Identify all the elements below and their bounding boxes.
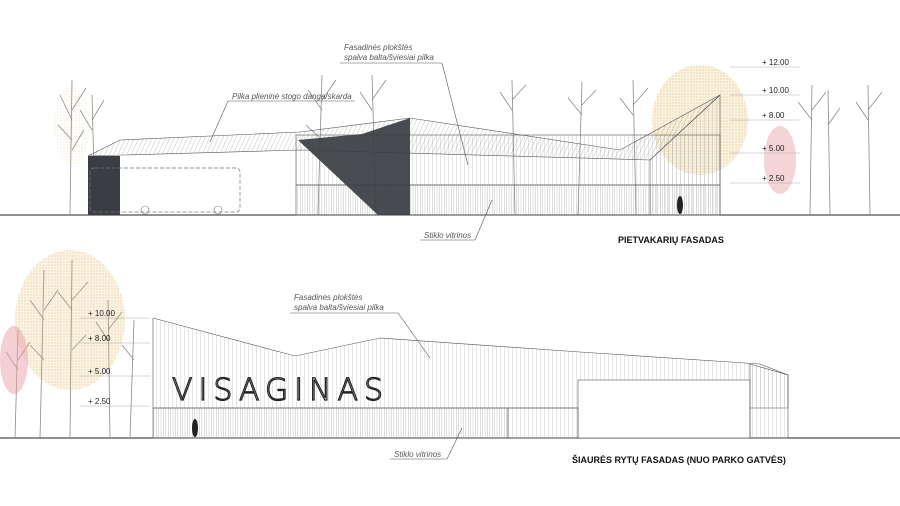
level-10-top: + 10.00 <box>762 86 789 95</box>
person-silhouette-top <box>677 196 683 214</box>
level-12-top: + 12.00 <box>762 58 789 67</box>
right-wing-top <box>649 94 721 216</box>
callout-glass-bottom-label: Stiklo vitrinos <box>394 450 441 459</box>
building-logo-visaginas: VISAGINAS <box>172 373 389 408</box>
service-wall-bottom <box>507 407 579 439</box>
roof-dark-section-top <box>298 118 410 215</box>
person-silhouette-bottom <box>192 419 198 437</box>
callouts-top: Pilka plieninė stogo danga/skarda Fasadi… <box>209 43 493 241</box>
callout-panels-bottom-line1: Fasadinės plokštės <box>294 293 362 302</box>
level-2-5-bottom: + 2.50 <box>88 397 111 406</box>
level-2-5-top: + 2.50 <box>762 174 785 183</box>
right-column-bottom <box>749 363 789 439</box>
canopy-opening-bottom <box>577 379 751 439</box>
callout-roof-label: Pilka plieninė stogo danga/skarda <box>232 92 352 101</box>
callout-panels-top-line2: spalva balta/šviesiai pilka <box>344 53 434 62</box>
callout-panels-top-line1: Fasadinės plokštės <box>344 43 412 52</box>
elevation-title-northeast: ŠIAURĖS RYTŲ FASADAS (NUO PARKO GATVĖS) <box>572 454 786 465</box>
level-marks-bottom: + 10.00 + 8.00 + 5.00 + 2.50 <box>80 309 150 407</box>
callout-panels-bottom-line2: spalva balta/šviesiai pilka <box>294 303 384 312</box>
elevation-title-southwest: PIETVAKARIŲ FASADAS <box>618 235 724 245</box>
level-5-top: + 5.00 <box>762 144 785 153</box>
callout-glass-top-label: Stiklo vitrinos <box>424 231 471 240</box>
level-5-bottom: + 5.00 <box>88 367 111 376</box>
callouts-bottom: Fasadinės plokštės spalva balta/šviesiai… <box>290 293 463 460</box>
level-marks-top: + 12.00 + 10.00 + 8.00 + 5.00 + 2.50 <box>730 58 800 184</box>
level-10-bottom: + 10.00 <box>88 309 115 318</box>
bus-outline <box>89 167 241 213</box>
level-8-top: + 8.00 <box>762 111 785 120</box>
elevation-southwest: + 12.00 + 10.00 + 8.00 + 5.00 + 2.50 Pil… <box>0 43 900 245</box>
glazing-band-bottom <box>152 407 509 439</box>
trees-top <box>57 74 883 216</box>
canopy-left-shadow <box>88 156 120 215</box>
elevation-northeast: VISAGINAS + 10.00 + 8.00 + 5.00 + 2.50 F… <box>0 250 900 465</box>
level-8-bottom: + 8.00 <box>88 334 111 343</box>
foliage-bottom <box>0 250 125 394</box>
